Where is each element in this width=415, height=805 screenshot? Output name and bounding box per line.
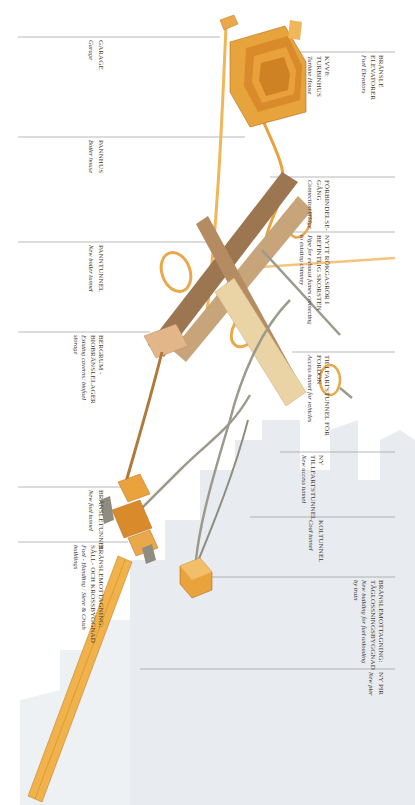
callout-label: FÖRBINDELSE-GÅNG	[315, 180, 330, 230]
tunnel-loop	[156, 248, 196, 295]
cavern	[144, 324, 188, 358]
access-tunnel	[196, 300, 290, 560]
fuel-building	[118, 474, 150, 502]
skyline	[20, 420, 415, 805]
callout-label: KVV8: TURBINHUS	[315, 56, 330, 106]
callout-label: NYTT RÖKGASRÖR I BEFINTLIG SKORSTEN	[315, 235, 330, 330]
callout-label: PANNHUS	[96, 140, 104, 200]
leader-line	[18, 242, 215, 243]
pier	[35, 560, 125, 799]
turbine-house	[230, 26, 306, 127]
leader-line	[18, 487, 122, 488]
callout-label: BRÄNSLEMOTTAGNING: SÅLL- OCH KROSSBYGGNA…	[89, 545, 104, 645]
callout-label: Garage	[88, 40, 95, 100]
callout-label: PANNTUNNEL	[96, 245, 104, 315]
callout-label: BRÄNSLE ELEVATORER	[369, 55, 384, 110]
callout-label: BRÄNSLETUNNEL	[96, 490, 104, 550]
callout-label: Existing caverns: biofuel storage	[73, 335, 87, 413]
leader-line	[140, 669, 395, 670]
leader-line	[18, 137, 245, 138]
coal-tunnel	[196, 420, 248, 566]
callout-label: Access tunnel for vehicles	[306, 355, 313, 440]
leader-line	[292, 352, 395, 353]
access-tunnel	[340, 388, 352, 398]
leader-line	[280, 452, 395, 453]
callout-label: Fuel - Handling / Sieve & Crush building…	[73, 545, 87, 645]
callout-label: BRÄNSLEMOTTAGNING: TÅGLOSSNINGSBYGGNAD	[369, 580, 384, 665]
fuel-elevator	[288, 20, 302, 40]
turbine-house	[252, 47, 296, 103]
callout-label: KOLTUNNEL	[316, 520, 324, 570]
callout-label: New boiler tunnel	[88, 245, 95, 315]
leader-line	[18, 37, 220, 38]
garage	[220, 15, 238, 30]
fuel-tunnel	[126, 352, 162, 482]
turbine-house	[244, 36, 302, 112]
callout-label: BERGRUM - BIOBRÄNSLELAGER	[89, 335, 104, 413]
callout-label: Pipe for exhaust fumes connecting to exi…	[299, 235, 313, 330]
callout-label: New pier	[368, 672, 375, 717]
callout-label: New building for fuel unloading by train	[353, 580, 367, 665]
callout-label: GARAGE	[96, 40, 104, 100]
access-tunnel	[140, 395, 250, 510]
callout-label: Boiler house	[88, 140, 95, 200]
leader-line	[18, 542, 128, 543]
callout-label: New fuel tunnel	[88, 490, 95, 550]
train-unloading-building	[180, 558, 212, 598]
leader-line	[18, 332, 150, 333]
callout-label: Turbine House	[306, 56, 313, 106]
fuel-building	[142, 544, 156, 564]
turbine-house	[259, 57, 290, 96]
callout-label: NY PIR	[376, 672, 384, 717]
leader-line	[250, 517, 395, 518]
callout-label: New access tunnel	[300, 455, 307, 510]
callout-label: Fuel Elevators	[360, 55, 367, 110]
pier	[28, 556, 132, 802]
callout-label: Connection bridge	[306, 180, 313, 230]
callout-label: NY TILLFARTSTUNNEL	[309, 455, 324, 510]
leader-line	[292, 52, 395, 53]
train-unloading-building	[180, 558, 212, 580]
callout-label: Coal tunnel	[308, 520, 315, 570]
leader-line	[208, 577, 395, 578]
callout-label: TILLFARTSTUNNEL FÖR FORDON	[315, 355, 330, 440]
leader-lines	[18, 37, 395, 669]
